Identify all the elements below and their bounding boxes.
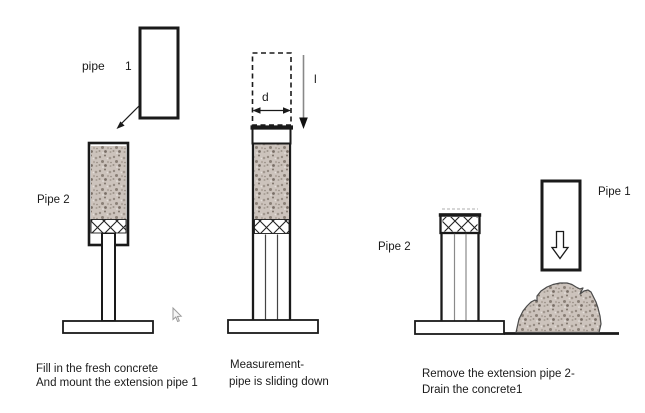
mesh-band — [254, 219, 290, 234]
stage3-caption-line1: Remove the extension pipe 2- — [422, 368, 575, 380]
stage1-caption-line1: Fill in the fresh concrete — [36, 363, 158, 375]
mesh-band — [442, 217, 478, 232]
stage2-measurement: d l Measurement- pipe is sliding down — [227, 52, 329, 388]
diameter-label: d — [262, 90, 269, 104]
stage2-base-plate — [227, 319, 319, 334]
empty-pipe2-body — [438, 213, 482, 321]
stage2-caption-line1: Measurement- — [230, 359, 304, 371]
stage3-remove-drain: Pipe 2 Pipe 1 Remove the extension pipe … — [378, 179, 631, 396]
stage1-fill-and-mount: pipe 1 Pipe 2 Fill in the fresh concrete… — [36, 26, 198, 389]
dashed-pipe-outline — [251, 52, 292, 126]
concrete-pile — [515, 282, 602, 334]
down-arrow-icon — [299, 55, 308, 129]
mouse-cursor-icon — [172, 306, 183, 323]
length-label: l — [314, 72, 317, 86]
stage3-pipe2-label: Pipe 2 — [378, 241, 411, 253]
stage3-caption-line2: Drain the concrete1 — [422, 384, 522, 396]
diameter-dimension-arrow — [252, 107, 291, 114]
pipe2-body — [87, 141, 130, 322]
pipe1-number-label: 1 — [125, 59, 132, 73]
stage1-caption-line2: And mount the extension pipe 1 — [36, 377, 198, 389]
concrete-fill — [91, 146, 126, 220]
measurement-pipe-body — [250, 125, 293, 321]
diagonal-arrow-icon — [116, 105, 140, 129]
pipe1-word-label: pipe — [82, 59, 105, 73]
stage3-pipe1-label: Pipe 1 — [598, 186, 631, 198]
hollow-down-arrow-icon — [550, 230, 570, 260]
concrete-fill — [254, 144, 289, 220]
stage3-base-plate — [414, 320, 505, 335]
stage1-pipe2-label: Pipe 2 — [37, 194, 70, 206]
mesh-band — [90, 219, 127, 234]
stage1-base-plate — [62, 320, 154, 334]
extension-pipe1-rect — [138, 26, 180, 120]
stage2-caption-line2: pipe is sliding down — [229, 376, 329, 388]
pipe2-stem — [101, 232, 116, 322]
